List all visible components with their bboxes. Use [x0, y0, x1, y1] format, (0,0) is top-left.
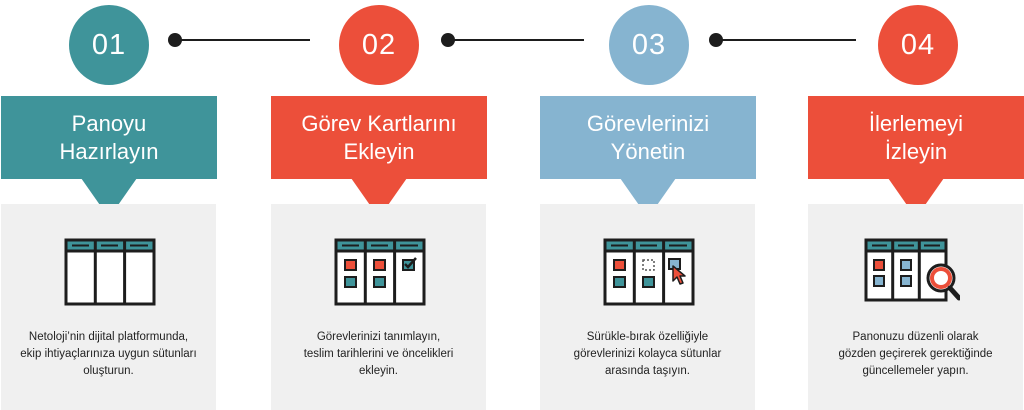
step-title-3-line-1: Görevlerinizi	[586, 110, 710, 136]
step-number-1: 01	[69, 5, 149, 85]
connector-dot-3	[709, 33, 723, 47]
step-title-2: Görev Kartlarını Ekleyin	[271, 96, 487, 179]
step-title-2-line-1: Görev Kartlarını	[301, 110, 457, 136]
step-title-4: İlerlemeyi İzleyin	[808, 96, 1024, 179]
step-description-4: Panonuzu düzenli olarak gözden geçirerek…	[808, 329, 1023, 380]
connector-dot-1	[168, 33, 182, 47]
step-description-1-line-2: ekip ihtiyaçlarınıza uygun sütunları	[20, 348, 197, 360]
step-description-3: Sürükle-bırak özelliğiyle görevlerinizi …	[540, 329, 755, 380]
step-number-2: 02	[339, 5, 419, 85]
step-description-2: Görevlerinizi tanımlayın, teslim tarihle…	[271, 329, 486, 380]
step-title-1-line-2: Hazırlayın	[59, 138, 159, 164]
connector-line-2	[447, 39, 584, 41]
empty-board-icon	[64, 238, 156, 306]
step-number-3: 03	[609, 5, 689, 85]
step-description-1-line-1: Netoloji’nin dijital platformunda,	[28, 331, 189, 343]
connector-dot-2	[441, 33, 455, 47]
step-title-3-line-2: Yönetin	[610, 138, 686, 164]
connector-line-3	[715, 39, 856, 41]
step-number-4: 04	[878, 5, 958, 85]
step-description-1-line-3: oluşturun.	[83, 365, 134, 377]
step-description-4-line-2: gözden geçirerek gerektiğinde	[838, 348, 993, 360]
step-description-2-line-2: teslim tarihlerini ve öncelikleri	[303, 348, 454, 360]
step-panel-4	[808, 204, 1023, 410]
step-title-3: Görevlerinizi Yönetin	[540, 96, 756, 179]
step-description-3-line-3: arasında taşıyın.	[604, 365, 691, 377]
step-description-3-line-1: Sürükle-bırak özelliğiyle	[586, 331, 709, 343]
board-magnifier-icon	[864, 238, 960, 302]
step-panel-3	[540, 204, 755, 410]
step-title-4-line-1: İlerlemeyi	[868, 110, 964, 136]
step-description-3-line-2: görevlerinizi kolayca sütunlar	[573, 348, 722, 360]
step-title-1: Panoyu Hazırlayın	[1, 96, 217, 179]
step-title-2-line-2: Ekleyin	[343, 138, 415, 164]
drag-drop-board-icon	[603, 238, 695, 306]
step-panel-2	[271, 204, 486, 410]
step-description-1: Netoloji’nin dijital platformunda, ekip …	[1, 329, 216, 380]
step-description-4-line-3: güncellemeler yapın.	[862, 365, 969, 377]
step-description-4-line-1: Panonuzu düzenli olarak	[852, 331, 979, 343]
step-title-1-line-1: Panoyu	[71, 110, 147, 136]
connector-line-1	[174, 39, 310, 41]
step-description-2-line-3: ekleyin.	[359, 365, 398, 377]
board-with-cards-icon	[334, 238, 426, 306]
step-title-4-line-2: İzleyin	[884, 138, 948, 164]
step-panel-1	[1, 204, 216, 410]
step-description-2-line-1: Görevlerinizi tanımlayın,	[316, 331, 441, 343]
